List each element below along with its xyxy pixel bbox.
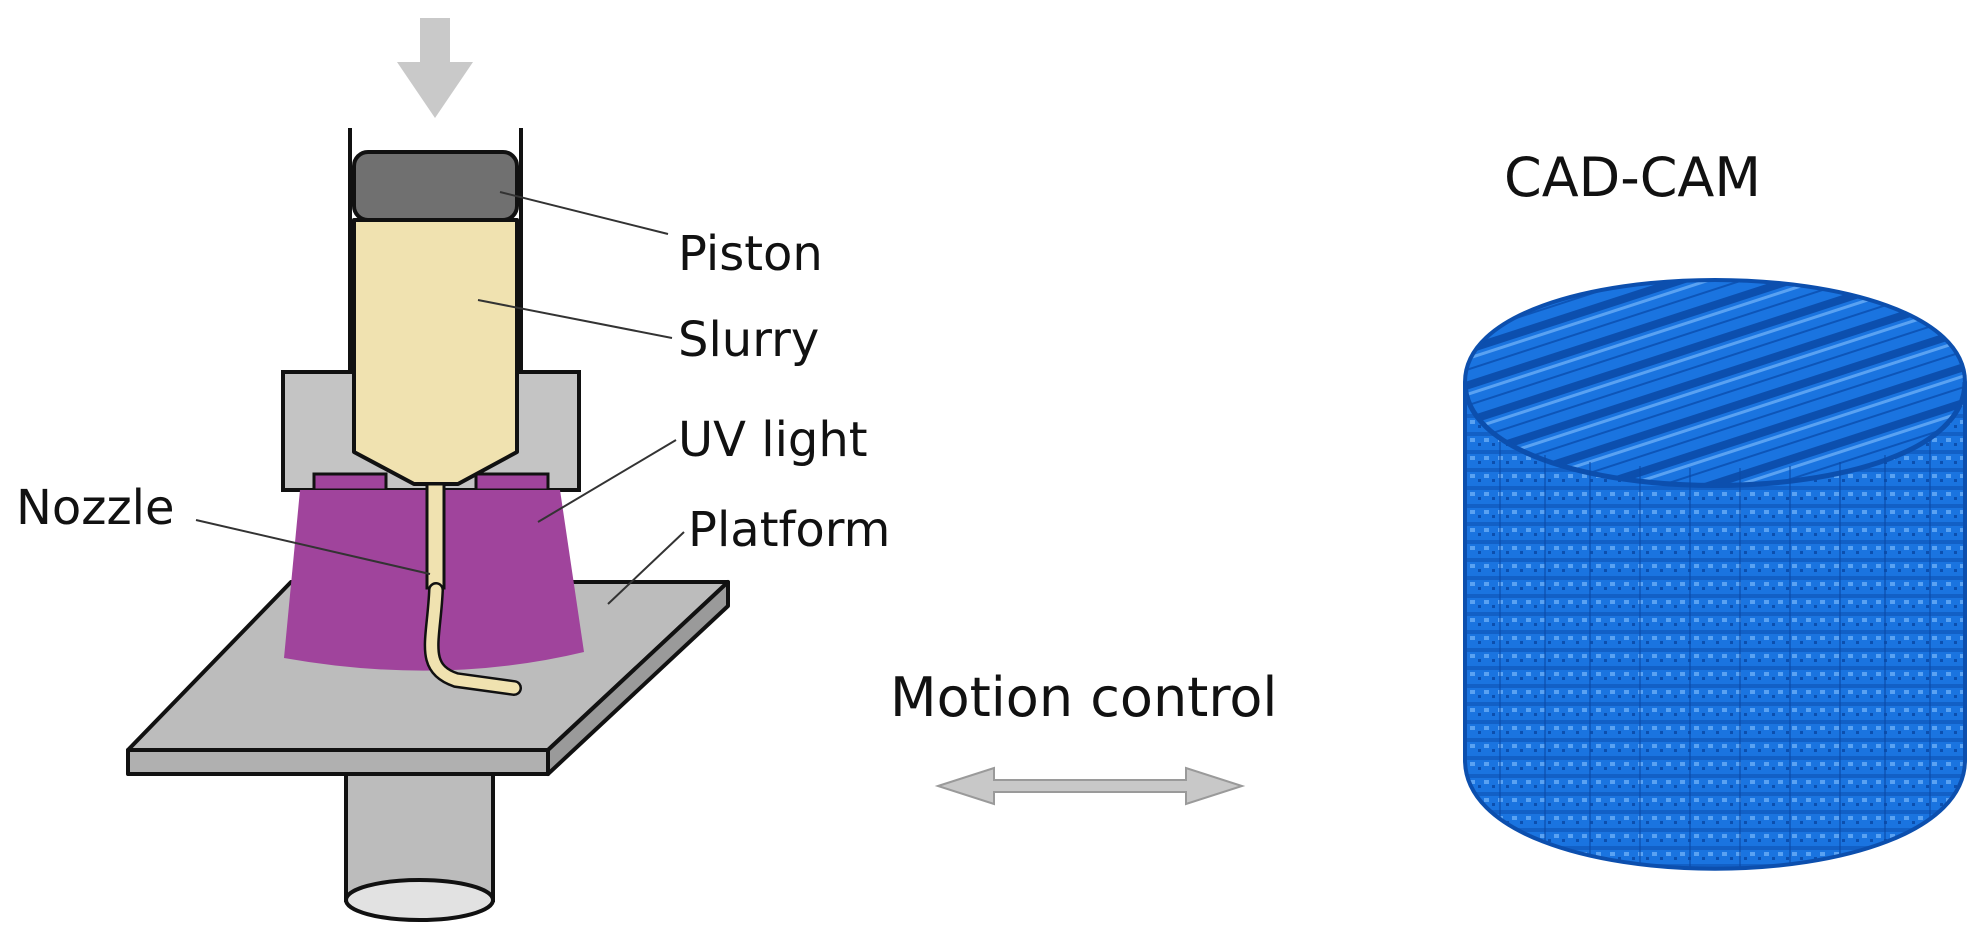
- cad-cam-label: CAD-CAM: [1504, 146, 1761, 209]
- down-arrow-icon: [397, 18, 473, 118]
- uv-lamp-left: [312, 472, 388, 492]
- leader-lines: [195, 191, 685, 605]
- uv-light-label: UV light: [678, 412, 868, 468]
- piston: [352, 150, 519, 222]
- nozzle-label: Nozzle: [16, 480, 175, 536]
- platform-support: [344, 758, 495, 922]
- slurry-label: Slurry: [678, 312, 819, 368]
- extruded-filament: [423, 582, 522, 696]
- platform-label: Platform: [688, 502, 890, 558]
- printed-scaffold: [1463, 278, 1967, 871]
- piston-label: Piston: [678, 226, 823, 282]
- slurry: [352, 218, 519, 486]
- nozzle: [425, 482, 446, 590]
- double-headed-arrow-icon: [934, 766, 1246, 806]
- uv-lamp-right: [474, 472, 550, 492]
- motion-control-label: Motion control: [890, 666, 1277, 729]
